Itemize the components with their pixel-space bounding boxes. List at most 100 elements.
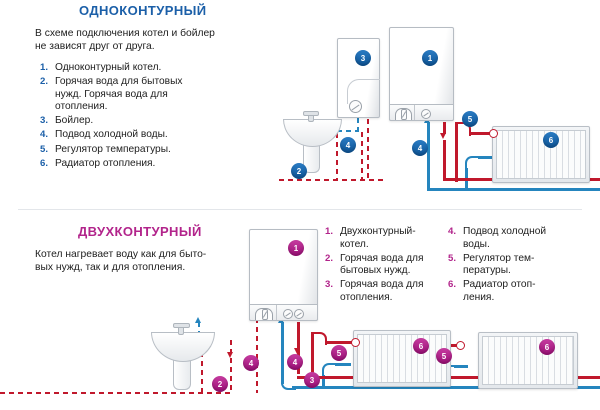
list-item-label: Регулятор температуры. <box>55 143 171 155</box>
list-item-label: Радиатор отопления. <box>55 157 156 169</box>
badge-thermostat-bottom-b: 5 <box>436 348 452 364</box>
pipe-hot-flow-riser <box>455 122 458 182</box>
pipe-hot-dhw-outlet <box>256 318 258 393</box>
list-item: 1. Одноконтурный котел. <box>40 62 270 75</box>
badge-heating-hot-bottom: 3 <box>304 372 320 388</box>
badge-radiator-bottom-a: 6 <box>413 338 429 354</box>
sink-tap-spout-icon-bottom <box>173 323 190 328</box>
bottom-section-title: ДВУХКОНТУРНЫЙ <box>78 224 202 239</box>
pipe-cold-supply-corner <box>281 376 296 390</box>
arrow-hot-down-icon <box>227 352 233 358</box>
water-heater-unit <box>337 38 380 118</box>
radiator-unit-bottom-b <box>478 332 578 389</box>
list-item-number: 4. <box>448 226 457 237</box>
pipe-cold-radiator-return-a <box>335 363 351 366</box>
list-item: 3. Горячая вода для отопления. <box>325 279 435 304</box>
radiator-fins <box>496 130 586 179</box>
pipe-cold-heater-riser <box>357 118 359 131</box>
list-item-number: 1. <box>325 226 334 237</box>
arrow-cold-up-icon <box>195 317 201 323</box>
badge-sink-hot-water: 2 <box>291 163 307 179</box>
list-item-number: 5. <box>40 143 49 155</box>
sink-basin <box>283 119 342 147</box>
list-item: 6. Радиатор отоп- ления. <box>448 279 558 304</box>
pipe-cold-radiator-return <box>478 156 492 159</box>
thermostat-valve-icon <box>489 129 498 138</box>
pipe-cold-return-drop-a <box>322 375 325 387</box>
list-item-number: 4. <box>40 129 49 141</box>
radiator-fins <box>482 336 574 385</box>
bottom-section-legend-column-2: 4. Подвод холодной воды. 5. Регулятор те… <box>448 226 558 306</box>
pipe-cold-return-corner-a <box>322 363 339 379</box>
pipe-hot-main-bottom-left <box>0 392 232 394</box>
pipe-hot-riser-to-valve-a <box>311 332 314 378</box>
bottom-section-description: Котел нагревает воду как для быто- вых н… <box>35 249 207 274</box>
list-item: 6. Радиатор отопления. <box>40 158 270 171</box>
tank-curve-detail <box>347 79 380 104</box>
list-item: 5. Регулятор температуры. <box>40 144 270 157</box>
list-item: 3. Бойлер. <box>40 115 270 128</box>
radiator-unit-bottom-a <box>353 330 451 387</box>
badge-radiator-top: 6 <box>543 132 559 148</box>
badge-cold-supply-top: 4 <box>412 140 428 156</box>
badge-radiator-bottom-b: 6 <box>539 339 555 355</box>
pipe-cold-return-corner <box>465 156 482 172</box>
pipe-cold-boiler-supply <box>427 122 430 190</box>
top-section-title: ОДНОКОНТУРНЫЙ <box>79 3 207 18</box>
list-item-number: 6. <box>40 157 49 169</box>
sink-pedestal <box>303 144 320 173</box>
badge-sink-hot-water-bottom: 2 <box>212 376 228 392</box>
section-divider <box>18 209 582 210</box>
arrow-hot-down-icon <box>440 133 446 139</box>
list-item-number: 2. <box>325 252 334 264</box>
panel-dial-icon <box>421 109 431 119</box>
list-item-label: Одноконтурный котел. <box>55 62 162 73</box>
badge-main-boiler: 1 <box>422 50 438 66</box>
pipe-hot-to-valve <box>469 132 491 135</box>
list-item-number: 6. <box>448 279 457 291</box>
list-item-label: Подвод холодной воды. <box>463 226 547 250</box>
arrow-hot-down-icon <box>294 348 300 354</box>
list-item: 4. Подвод холодной воды. <box>40 129 270 142</box>
list-item-label: Горячая вода для отопления. <box>340 279 424 303</box>
dual-boiler-unit <box>249 229 318 321</box>
panel-dial-icon-b <box>294 309 304 319</box>
thermostat-valve-icon-a <box>351 338 360 347</box>
list-item-number: 5. <box>448 252 457 264</box>
list-item: 1. Двухконтурный- котел. <box>325 226 435 251</box>
list-item-label: Радиатор отоп- ления. <box>463 279 536 303</box>
pipe-hot-corner-a <box>311 332 327 345</box>
badge-thermostat-top: 5 <box>462 111 478 127</box>
pipe-cold-heater-feed <box>337 130 359 132</box>
pipe-hot-dhw-riser <box>230 340 232 393</box>
sink-basin-bottom <box>151 332 215 362</box>
pipe-hot-boiler-return-stub <box>443 122 446 134</box>
list-item: 2. Горячая вода для бытовых нужд. <box>325 253 435 278</box>
list-item-label: Двухконтурный- котел. <box>340 226 416 250</box>
list-item-label: Регулятор тем- пературы. <box>463 252 535 277</box>
panel-dial-icon-a <box>283 309 293 319</box>
panel-knob-icon <box>401 109 407 120</box>
list-item-label: Горячая вода для бытовых нужд. Горячая в… <box>55 76 183 113</box>
badge-thermostat-bottom-a: 5 <box>331 345 347 361</box>
list-item-number: 1. <box>40 62 49 73</box>
list-item-label: Бойлер. <box>55 115 94 127</box>
list-item: 4. Подвод холодной воды. <box>448 226 558 251</box>
badge-cold-inlet-bottom-b: 4 <box>287 354 303 370</box>
panel-knob-icon <box>262 309 268 320</box>
list-item-number: 3. <box>40 115 49 127</box>
badge-cold-inlet-bottom-a: 4 <box>243 355 259 371</box>
pipe-cold-main-horizontal-bottom <box>292 386 600 389</box>
pipe-hot-heater-return <box>361 132 363 180</box>
main-boiler-unit <box>389 27 454 121</box>
badge-water-heater: 3 <box>355 50 371 66</box>
panel-divider <box>414 105 415 120</box>
top-section-legend: 1. Одноконтурный котел. 2. Горячая вода … <box>40 62 270 172</box>
badge-cold-inlet-top: 4 <box>340 137 356 153</box>
heater-dial-icon <box>349 100 362 113</box>
list-item: 2. Горячая вода для бытовых нужд. Горяча… <box>40 76 270 114</box>
sink-pedestal-bottom <box>173 359 191 390</box>
boiler-control-panel <box>249 304 318 321</box>
list-item-label: Подвод холодной воды. <box>55 129 168 141</box>
